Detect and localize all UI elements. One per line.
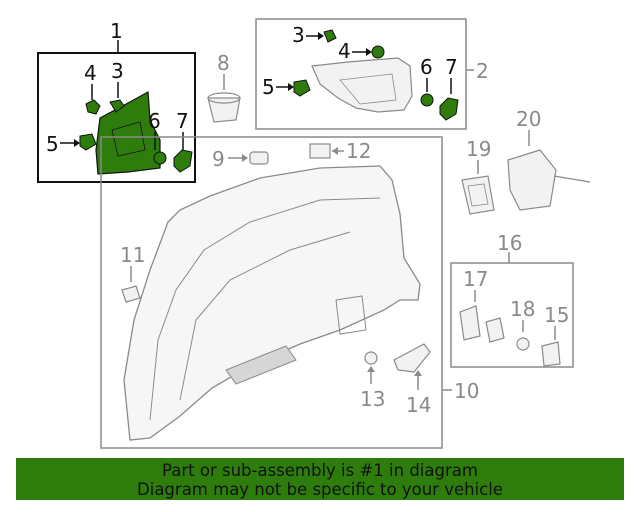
callout-12: 12 [346, 139, 371, 163]
clip-5b [293, 79, 311, 97]
callout-6b: 6 [420, 55, 433, 79]
screw-6b [420, 93, 434, 107]
assembly-2-box [255, 18, 467, 130]
callout-20: 20 [516, 107, 541, 131]
callout-8: 8 [217, 51, 230, 75]
handle-17 [459, 305, 481, 341]
callout-9: 9 [212, 147, 225, 171]
callout-15: 15 [544, 303, 569, 327]
cup-holder-8-rim [207, 92, 241, 104]
handle-17b [485, 317, 505, 343]
quarter-trim-contour-2 [179, 231, 351, 401]
arrow-3b [318, 32, 324, 40]
footer-banner: Part or sub-assembly is #1 in diagram Di… [16, 458, 624, 500]
callout-11: 11 [120, 243, 145, 267]
assembly-1-box [37, 52, 196, 183]
callout-1: 1 [110, 19, 123, 43]
footer-line-2: Diagram may not be specific to your vehi… [137, 480, 503, 499]
speaker-grille [225, 345, 297, 385]
callout-7a: 7 [176, 109, 189, 133]
callout-14: 14 [406, 393, 431, 417]
bezel-19-inner [467, 183, 489, 207]
assembly-16-box [450, 262, 574, 368]
bracket-7b [439, 97, 459, 121]
cargo-pocket [335, 295, 367, 335]
clip-3a [109, 99, 125, 113]
callout-2: 2 [476, 59, 489, 83]
clip-3b [323, 29, 337, 43]
screw-18 [516, 337, 530, 351]
arrow-5b [288, 83, 294, 91]
callout-16: 16 [497, 231, 522, 255]
callout-6a: 6 [148, 109, 161, 133]
callout-4b: 4 [338, 39, 351, 63]
clip-12 [309, 143, 331, 159]
assembly-10-box [100, 136, 443, 449]
callout-5a: 5 [46, 132, 59, 156]
cup-holder-8 [207, 97, 241, 123]
quarter-trim-contour [149, 197, 381, 421]
latch-mechanism-20 [507, 149, 557, 211]
trim-panel-green [95, 91, 161, 175]
bracket-7a [173, 149, 193, 173]
clip-4a [85, 99, 101, 115]
callout-3a: 3 [111, 59, 124, 83]
callout-18: 18 [510, 297, 535, 321]
callout-7b: 7 [445, 55, 458, 79]
arrow-14 [414, 370, 422, 376]
bolt-13 [364, 351, 378, 365]
callout-3b: 3 [292, 23, 305, 47]
arrow-12 [332, 147, 338, 155]
arrow-5a [74, 139, 80, 147]
trim-panel-detail [111, 121, 146, 157]
callout-5b: 5 [262, 75, 275, 99]
screw-6a [153, 151, 167, 165]
power-outlet-9 [249, 151, 269, 165]
callout-19: 19 [466, 137, 491, 161]
upper-trim-panel [311, 57, 413, 113]
callout-4a: 4 [84, 61, 97, 85]
latch-cable-20 [553, 175, 591, 183]
clip-5a [79, 133, 97, 151]
arrow-4b [366, 48, 372, 56]
cover-14 [393, 343, 431, 373]
clip-4b [371, 45, 385, 59]
callout-17: 17 [463, 267, 488, 291]
upper-trim-detail [339, 73, 397, 105]
arrow-13 [367, 366, 375, 372]
callout-13: 13 [360, 387, 385, 411]
arrow-9 [242, 154, 248, 162]
footer-line-1: Part or sub-assembly is #1 in diagram [162, 461, 478, 480]
bezel-19 [461, 175, 495, 215]
callout-10: 10 [454, 379, 479, 403]
bumper-11 [121, 285, 141, 303]
cap-15 [541, 341, 561, 367]
